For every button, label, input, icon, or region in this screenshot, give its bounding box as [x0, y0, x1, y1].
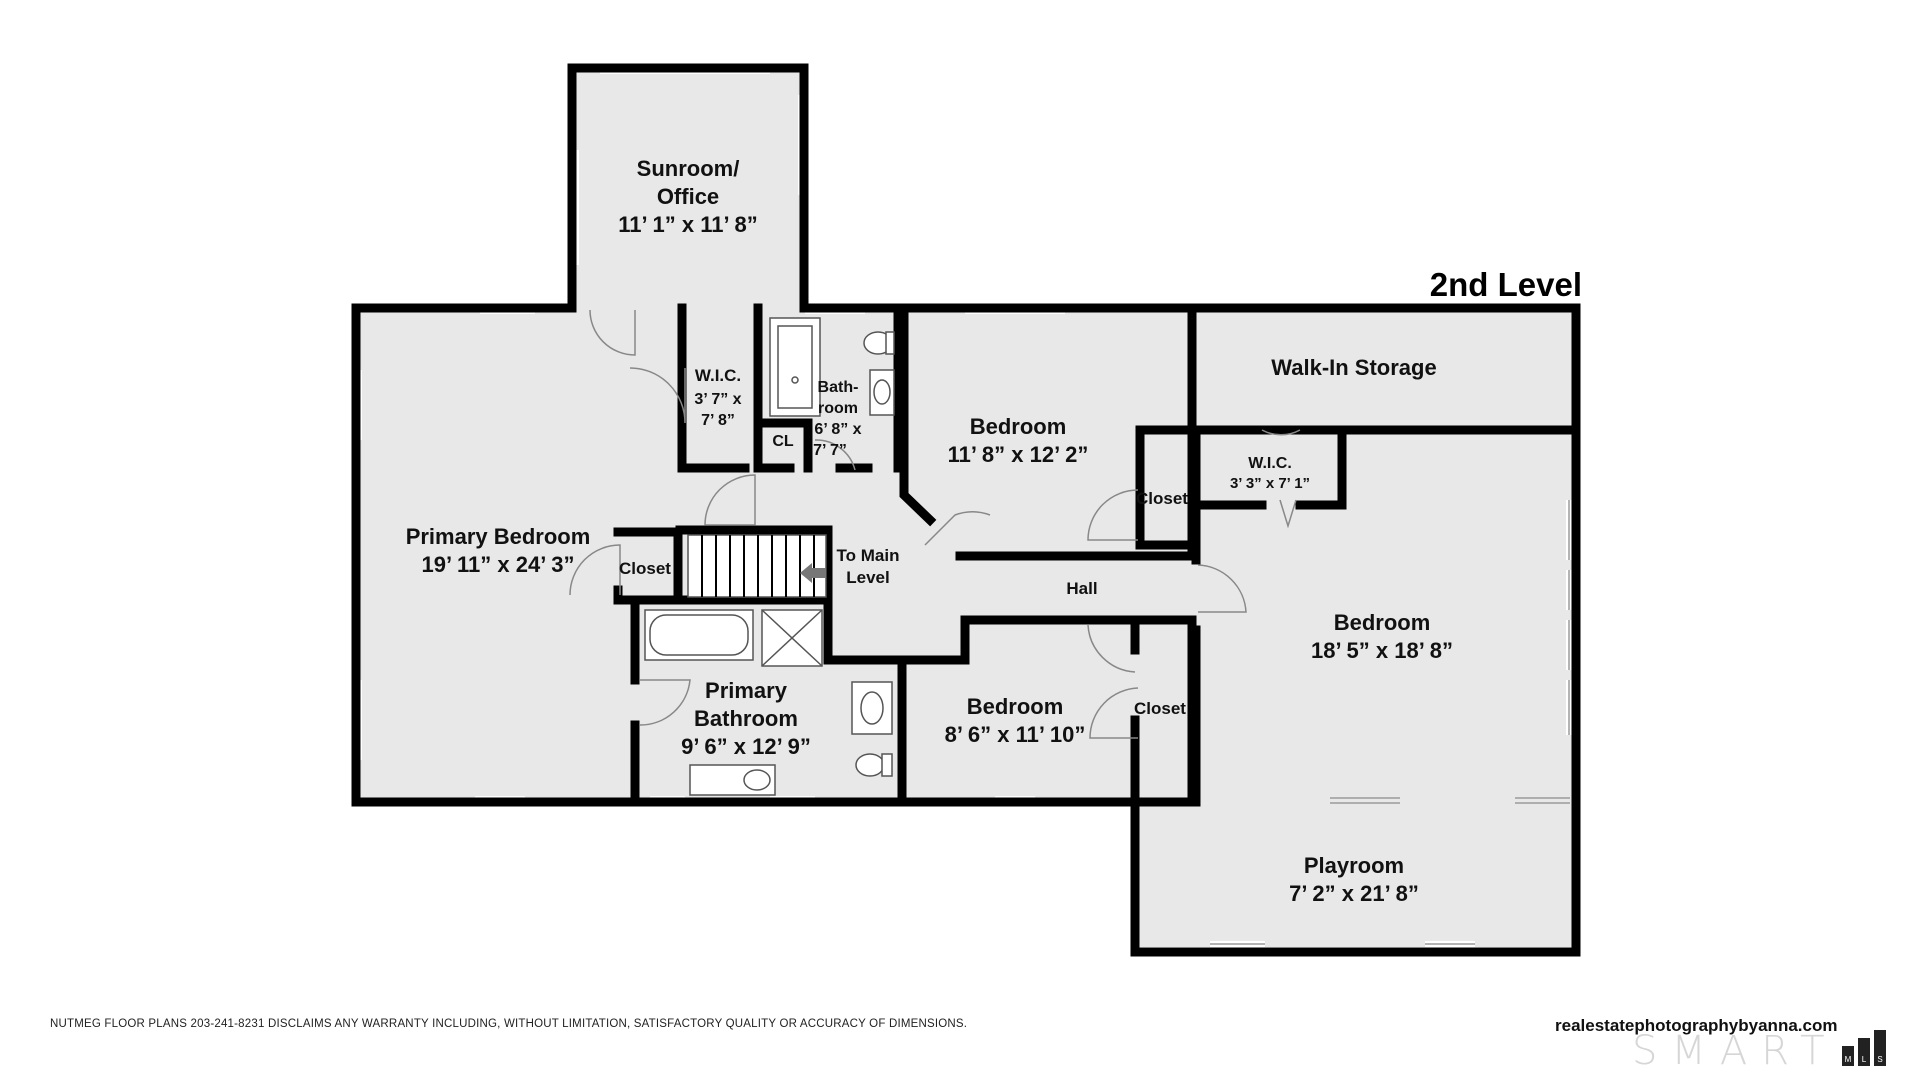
- bedroom-1-dims: 11’ 8” x 12’ 2”: [948, 442, 1089, 467]
- primary-bedroom-name: Primary Bedroom: [406, 524, 591, 549]
- closet-primary-name: Closet: [619, 559, 671, 578]
- sunroom-name-1: Sunroom/: [637, 156, 740, 181]
- wic-primary-dims-1: 3’ 7” x: [694, 391, 741, 408]
- mls-logo-bars: M L S: [1842, 1028, 1886, 1066]
- door-swings: [569, 309, 1301, 739]
- playroom-name: Playroom: [1304, 853, 1404, 878]
- playroom-dims: 7’ 2” x 21’ 8”: [1289, 881, 1419, 906]
- smart-mls-logo: SMART: [1632, 1028, 1839, 1074]
- sunroom-dims: 11’ 1” x 11’ 8”: [618, 212, 757, 237]
- mls-bar-l: L: [1858, 1038, 1870, 1066]
- bedroom-large-name: Bedroom: [1334, 610, 1431, 635]
- walls: [351, 63, 1581, 957]
- mls-bar-s: S: [1874, 1030, 1886, 1066]
- stairs-label-1: To Main: [837, 546, 900, 565]
- bathroom-name-1: Bath-: [818, 379, 859, 396]
- bedroom-1-name: Bedroom: [970, 414, 1067, 439]
- disclaimer-text: NUTMEG FLOOR PLANS 203-241-8231 DISCLAIM…: [50, 1018, 968, 1030]
- primary-bathroom-name-2: Bathroom: [694, 706, 798, 731]
- cl-name: CL: [772, 433, 794, 450]
- arrow-left-icon: [800, 563, 826, 583]
- room-labels: 2nd Level Sunroom/ Office 11’ 1” x 11’ 8…: [406, 156, 1582, 906]
- bedroom-large-dims: 18’ 5” x 18’ 8”: [1311, 638, 1453, 663]
- primary-bedroom-dims: 19’ 11” x 24’ 3”: [422, 552, 575, 577]
- fixtures: [644, 317, 895, 796]
- primary-bathroom-dims: 9’ 6” x 12’ 9”: [681, 734, 811, 759]
- hall-name: Hall: [1066, 579, 1097, 598]
- wic-2-dims: 3’ 3” x 7’ 1”: [1230, 475, 1310, 492]
- bathroom-dims-1: 6’ 8” x: [814, 421, 861, 438]
- sunroom-name-2: Office: [657, 184, 719, 209]
- bathroom-dims-2: 7’ 7”: [813, 442, 847, 459]
- bathroom-name-2: room: [818, 400, 858, 417]
- wic-2-name: W.I.C.: [1248, 455, 1292, 472]
- stairs-graphic: [687, 534, 827, 598]
- wic-primary-name: W.I.C.: [695, 366, 741, 385]
- room-fills: [356, 68, 1572, 947]
- wic-primary-dims-2: 7’ 8”: [701, 412, 735, 429]
- website-link: realestatephotographybyanna.com: [1555, 1016, 1838, 1035]
- bedroom-2-name: Bedroom: [967, 694, 1064, 719]
- walk-in-storage-name: Walk-In Storage: [1271, 355, 1436, 380]
- bedroom-2-dims: 8’ 6” x 11’ 10”: [945, 722, 1086, 747]
- mls-bar-m: M: [1842, 1046, 1854, 1066]
- stairs-label-2: Level: [846, 568, 889, 587]
- closet-bedroom-1-name: Closet: [1136, 489, 1188, 508]
- closet-bedroom-2-name: Closet: [1134, 699, 1186, 718]
- level-title: 2nd Level: [1430, 266, 1582, 303]
- primary-bathroom-name-1: Primary: [705, 678, 788, 703]
- toilet-icon: [855, 753, 885, 777]
